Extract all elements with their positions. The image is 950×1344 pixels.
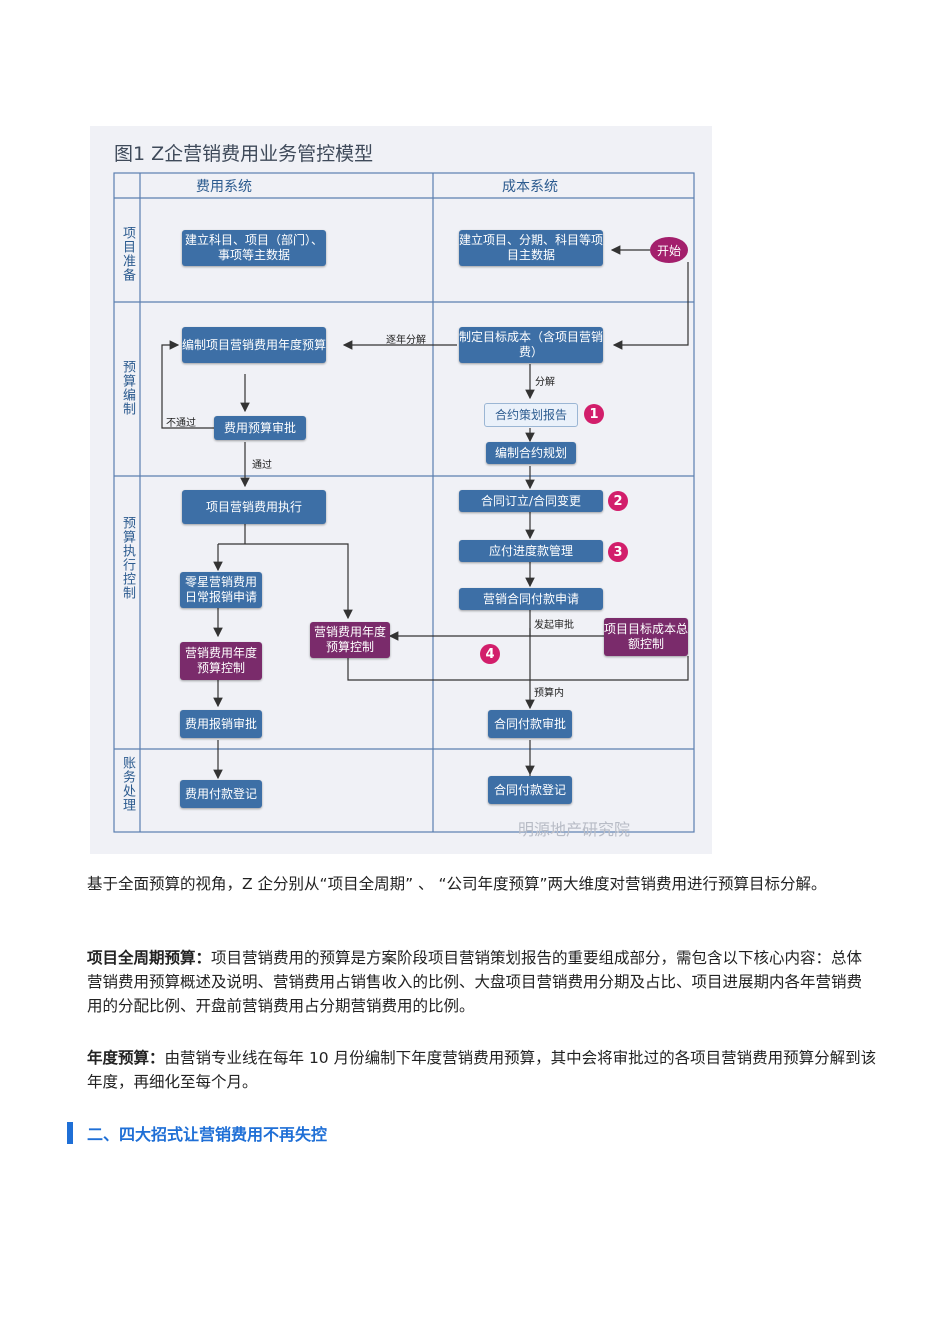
flowchart-figure: 图1 Z企营销费用业务管控模型 费用系统 成本系统 项目准备 预算编制 预算执行… [90,126,712,854]
box-misc-fee-apply: 零星营销费用日常报销申请 [180,572,262,608]
box-fee-budget-control-left: 营销费用年度预算控制 [180,642,262,680]
paragraph-intro: 基于全面预算的视角，Z 企分别从“项目全周期” 、 “公司年度预算”两大维度对营… [87,875,827,893]
box-budget-compile: 编制项目营销费用年度预算 [182,327,326,363]
badge-3: 3 [608,542,628,562]
flowchart-lines [113,172,695,833]
box-fee-master-data: 建立科目、项目（部门）、事项等主数据 [182,230,326,266]
box-target-cost-control: 项目目标成本总额控制 [604,618,688,656]
label-pass: 通过 [252,460,272,471]
section-accent-bar [67,1122,73,1144]
paragraph-full-cycle-heading: 项目全周期预算： [87,949,212,967]
box-cost-master-data: 建立项目、分期、科目等项目主数据 [459,230,603,266]
column-header-fee: 费用系统 [196,179,252,195]
label-yearly-split: 逐年分解 [386,335,426,346]
badge-1: 1 [584,404,604,424]
section-heading: 二、四大招式让营销费用不再失控 [67,1122,327,1144]
section-title: 二、四大招式让营销费用不再失控 [87,1125,328,1144]
label-fail: 不通过 [166,418,196,429]
box-payable-progress: 应付进度款管理 [459,540,603,562]
column-header-cost: 成本系统 [502,179,558,195]
box-fee-pay-register: 费用付款登记 [180,780,262,808]
box-contract-plan-report: 合约策划报告 [484,403,578,427]
badge-4: 4 [480,644,500,664]
start-node: 开始 [650,237,688,263]
box-contract-pay-approve: 合同付款审批 [488,710,572,738]
paragraph-full-cycle-body: 项目营销费用的预算是方案阶段项目营销策划报告的重要组成部分，需包含以下核心内容：… [87,949,863,1015]
figure-title: 图1 Z企营销费用业务管控模型 [114,143,374,165]
paragraph-annual: 年度预算：由营销专业线在每年 10 月份编制下年度营销费用预算，其中会将审批过的… [87,1046,877,1094]
box-fee-exec: 项目营销费用执行 [182,490,326,524]
watermark-text: 明源地产研究院 [518,820,631,839]
box-budget-approve: 费用预算审批 [214,416,306,440]
paragraph-annual-heading: 年度预算： [87,1049,165,1067]
box-contract-sign: 合同订立/合同变更 [459,490,603,512]
row-header-accounting: 账务处理 [120,756,135,812]
box-fee-budget-control-center: 营销费用年度预算控制 [310,622,390,658]
box-target-cost: 制定目标成本（含项目营销费） [459,327,603,363]
box-contract-pay-apply: 营销合同付款申请 [459,588,603,610]
label-within-budget: 预算内 [534,688,564,699]
box-contract-pay-register: 合同付款登记 [488,776,572,804]
label-split: 分解 [535,377,555,388]
box-fee-reimburse-approve: 费用报销审批 [180,710,262,738]
row-header-prep: 项目准备 [120,226,135,282]
paragraph-annual-body: 由营销专业线在每年 10 月份编制下年度营销费用预算，其中会将审批过的各项目营销… [87,1049,877,1091]
box-contract-planning: 编制合约规划 [486,442,576,464]
label-initiate-approval: 发起审批 [534,620,574,631]
paragraph-full-cycle: 项目全周期预算：项目营销费用的预算是方案阶段项目营销策划报告的重要组成部分，需包… [87,946,877,1018]
row-header-budget: 预算编制 [120,360,135,416]
row-header-exec: 预算执行控制 [120,516,135,600]
badge-2: 2 [608,491,628,511]
